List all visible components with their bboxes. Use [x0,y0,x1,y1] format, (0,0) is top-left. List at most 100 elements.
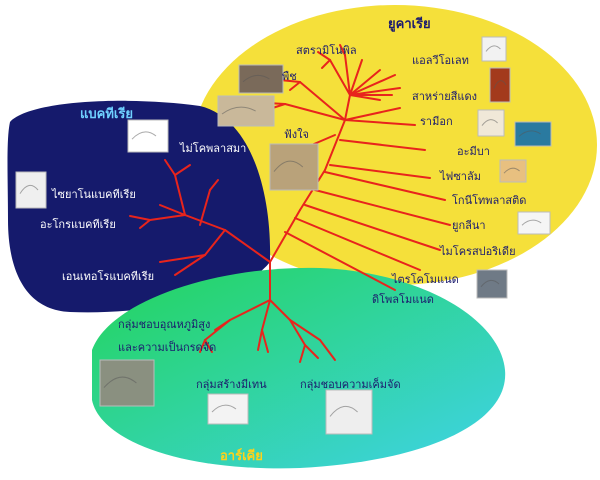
eukarya-group-amoeba: อะมีบา [457,145,490,158]
branch-3 [344,94,351,121]
branch-58 [199,339,206,353]
branch-18 [284,103,346,121]
branch-4 [329,59,351,96]
branch-42 [129,215,151,221]
branch-13 [321,59,331,69]
branch-31 [284,231,396,291]
branch-32 [224,229,271,263]
photo-texture [103,376,137,388]
branch-49 [261,329,269,353]
branch-48 [257,329,263,351]
branch-29 [304,204,441,251]
branch-2 [324,119,346,171]
branch-17 [289,81,301,91]
branch-8 [349,74,396,96]
microscope-photo-11 [127,119,169,153]
eukarya-group-gonithoplastid: โกนีโทพลาสติด [452,194,527,207]
photo-texture [221,106,256,115]
photo-texture [521,219,542,226]
photo-texture [19,184,39,194]
eukarya-group-diplomonads: ดิโพลโมแนด [372,293,434,306]
branch-37 [174,254,206,276]
eukarya-group-red-algae: สาหร่ายสีแดง [412,90,477,103]
branch-33 [184,214,226,231]
branch-44 [199,189,211,226]
eukarya-group-trichomonads: ไตรโคโมแนด [392,273,459,286]
branch-43 [139,219,151,229]
archaea-group-thermoacidophiles-line2: และความเป็นกรดจัด [118,341,217,354]
eukarya-title: ยูคาเรีย [388,17,431,32]
eukarya-group-ramicort: รามีอก [420,115,453,128]
bacteria-group-cyanobacteria: ไซยาโนแบคทีเรีย [52,188,136,201]
branch-47 [261,299,271,331]
eukarya-group-plants: พืช [282,70,297,83]
microscope-photo-7 [269,143,319,191]
branch-14 [339,44,346,56]
branch-38 [174,174,186,216]
branch-60 [214,319,231,331]
branch-5 [344,54,351,96]
thumbnail-group [15,36,552,435]
photo-texture [518,130,541,137]
eukarya-group-microsporidia: ไมโครสปอริเดีย [440,245,516,258]
branch-6 [349,59,363,96]
branch-54 [289,319,321,341]
photo-texture [503,167,520,174]
branch-52 [299,344,306,363]
branch-59 [204,339,213,353]
bacteria-title: แบคทีเรีย [80,107,133,122]
eukarya-group-physarum: ไฟซาลัม [440,170,481,183]
branch-55 [319,339,336,361]
photo-texture [273,160,304,172]
microscope-photo-9 [517,211,551,235]
archaea-group-halophiles: กลุ่มชอบความเค็มจัด [300,378,401,391]
branch-25 [339,139,426,151]
photo-texture [481,119,498,126]
photo-texture [329,405,358,417]
branch-7 [349,69,381,96]
tree-branches [129,44,451,363]
branch-40 [174,164,191,176]
branch-45 [209,179,219,191]
microscope-photo-10 [476,269,508,299]
eukarya-group-fungi: ฟังใจ [284,128,309,141]
eukarya-group-alveolates: แอลวีโอเลท [412,54,469,67]
photo-texture [493,80,507,89]
photo-texture [131,131,157,140]
branch-53 [304,344,319,359]
eukarya-group-mycoplasma: ไม่โคพลาสมา [180,142,247,155]
branch-11 [349,94,381,101]
branch-9 [349,87,401,96]
branch-56 [229,299,271,321]
branch-24 [344,119,416,126]
microscope-photo-2 [481,36,507,62]
bacteria-group-enterobacteria: เอนเทอโรแบคทีเรีย [62,270,155,283]
photo-texture [242,74,270,83]
archaea-group-methanogens: กลุ่มสร้างมีเทน [196,378,267,391]
photo-texture [485,45,501,52]
eukarya-group-euglena: ยูกลีนา [452,219,486,232]
bacteria-group-agrobacteria: อะโกรแบคทีเรีย [40,218,116,231]
eukarya-group-stramenopiles: สตรามิโนพิล [296,44,357,57]
branch-28 [314,189,451,226]
photo-texture [211,404,237,413]
branch-36 [159,254,206,263]
branch-34 [159,204,186,216]
branch-35 [204,229,226,256]
archaea-group-thermoacidophiles-line1: กลุ่มชอบอุณหภูมิสูง [118,318,211,331]
branch-30 [294,217,421,271]
branch-12 [317,51,331,61]
bacteria-region [7,100,271,313]
microscope-photo-15 [325,389,373,435]
microscope-photo-1 [238,64,284,94]
microscope-photo-8 [499,159,527,183]
microscope-photo-4 [489,67,511,103]
archaea-title: อาร์เคีย [220,449,263,464]
branch-23 [344,107,401,121]
branch-51 [289,319,306,346]
branch-26 [329,164,431,179]
microscope-photo-14 [207,393,249,425]
branch-27 [324,171,446,201]
branch-50 [269,299,291,321]
